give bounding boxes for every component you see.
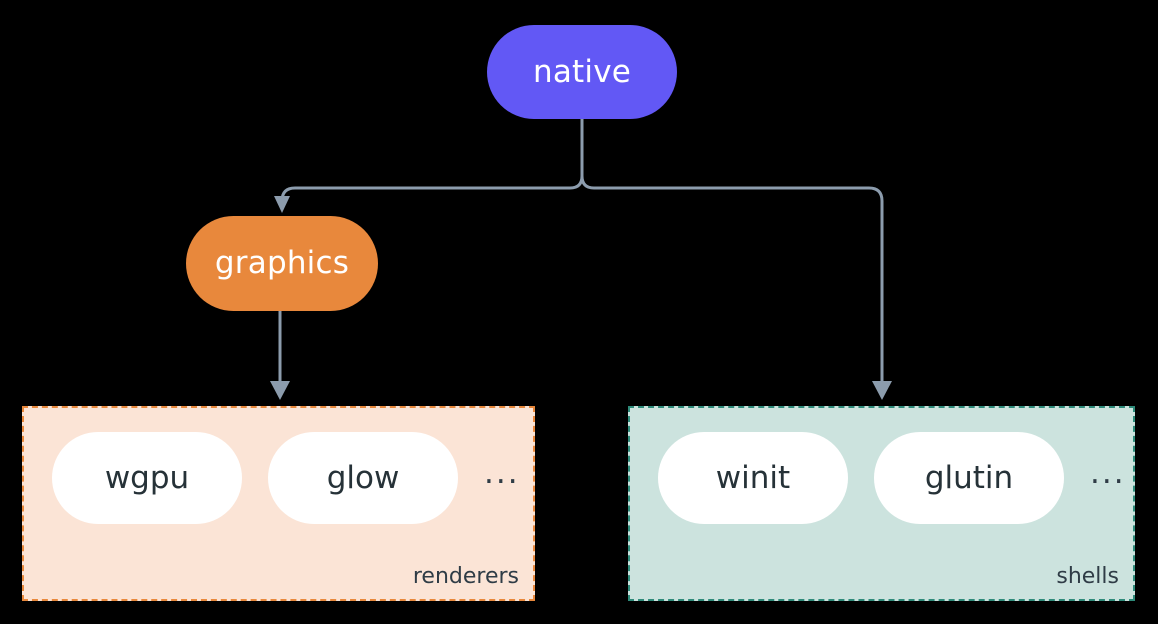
node-graphics-label: graphics bbox=[214, 245, 350, 281]
leaf-pill-glutin-label: glutin bbox=[924, 460, 1014, 496]
cluster-shells[interactable]: winit glutin ... shells bbox=[628, 406, 1135, 601]
leaf-pill-winit-label: winit bbox=[715, 460, 791, 496]
cluster-renderers-items: wgpu glow ... bbox=[24, 432, 533, 524]
leaf-pill-wgpu-label: wgpu bbox=[104, 460, 190, 496]
node-native[interactable]: native bbox=[487, 25, 677, 119]
cluster-renderers[interactable]: wgpu glow ... renderers bbox=[22, 406, 535, 601]
cluster-shells-items: winit glutin ... bbox=[630, 432, 1133, 524]
node-graphics[interactable]: graphics bbox=[186, 216, 378, 311]
arrowhead-graphics-to-renderers bbox=[270, 381, 290, 400]
leaf-pill-glutin[interactable]: glutin bbox=[874, 432, 1064, 524]
arrowhead-native-to-graphics bbox=[274, 196, 290, 213]
arrowhead-native-to-shells bbox=[872, 381, 892, 400]
renderers-overflow-ellipsis: ... bbox=[484, 454, 520, 491]
edge-native-to-graphics bbox=[280, 175, 584, 205]
leaf-pill-glow[interactable]: glow bbox=[268, 432, 458, 524]
node-native-label: native bbox=[532, 53, 632, 90]
cluster-renderers-title: renderers bbox=[412, 564, 519, 589]
leaf-pill-winit[interactable]: winit bbox=[658, 432, 848, 524]
leaf-pill-glow-label: glow bbox=[326, 460, 400, 496]
shells-overflow-ellipsis: ... bbox=[1090, 454, 1126, 491]
cluster-shells-title: shells bbox=[1056, 564, 1119, 589]
edge-native-to-shells bbox=[580, 175, 884, 388]
leaf-pill-wgpu[interactable]: wgpu bbox=[52, 432, 242, 524]
